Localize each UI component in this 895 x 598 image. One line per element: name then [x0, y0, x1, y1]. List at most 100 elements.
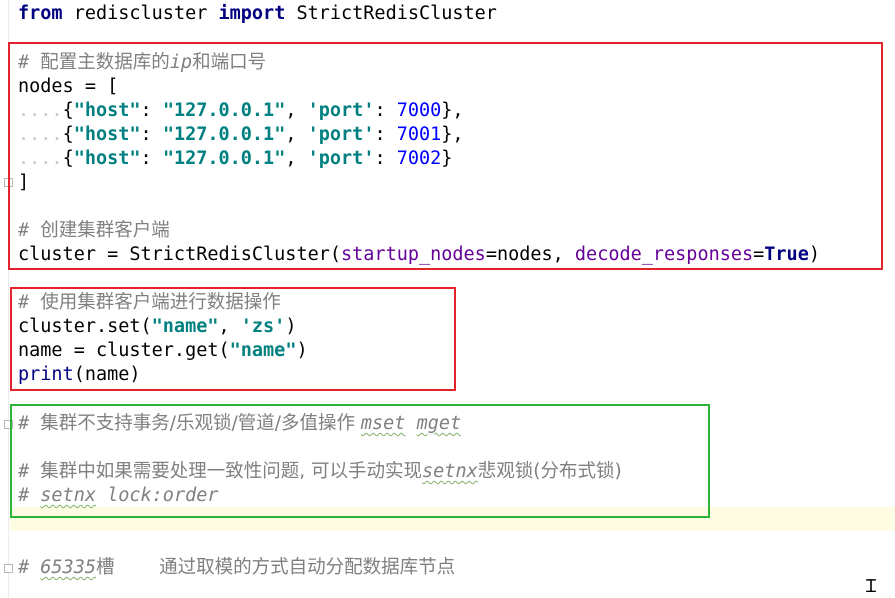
paren-close: )	[808, 244, 820, 265]
comment-text: 集群中如果需要处理一致性问题, 可以手动实现	[40, 461, 423, 482]
colon: :	[374, 148, 397, 169]
comment-space	[405, 413, 416, 434]
keyword-import: import	[218, 3, 286, 24]
comment-text: 配置主数据库的	[40, 52, 170, 73]
comment-cluster-limits[interactable]: # 集群不支持事务/乐观锁/管道/多值操作 mset mget	[18, 412, 461, 436]
colon: :	[374, 124, 397, 145]
kwarg-decode-responses: decode_responses	[574, 244, 754, 265]
comment-hash: #	[18, 52, 41, 73]
comment-text: 和端口号	[192, 52, 267, 73]
comment-hash: #	[18, 557, 41, 578]
arg-nodes: =nodes,	[485, 244, 575, 265]
comment-consistency[interactable]: # 集群中如果需要处理一致性问题, 可以手动实现setnx悲观锁(分布式锁)	[18, 460, 622, 484]
value-port: 7002	[396, 148, 442, 169]
key-host: "host"	[73, 100, 141, 121]
value-host: "127.0.0.1"	[162, 148, 286, 169]
comment-text: 通过取模的方式自动分配数据库节点	[159, 557, 456, 578]
string-zs: 'zs'	[240, 316, 286, 337]
comment-setnx-lock[interactable]: # setnx lock:order	[18, 484, 219, 508]
comment-use-client[interactable]: # 使用集群客户端进行数据操作	[18, 291, 281, 315]
comment-create-client[interactable]: # 创建集群客户端	[18, 219, 170, 243]
brace-close: }	[441, 148, 453, 169]
code-line-import[interactable]: from rediscluster import StrictRedisClus…	[18, 2, 497, 26]
colon: :	[374, 100, 397, 121]
const-true: True	[764, 244, 809, 265]
comment-gap	[115, 557, 160, 578]
string-name: "name"	[151, 316, 219, 337]
value-host: "127.0.0.1"	[162, 124, 286, 145]
fold-marker-icon[interactable]	[4, 564, 13, 573]
builtin-print: print	[18, 364, 74, 385]
cluster-assign: cluster = StrictRedisCluster(	[18, 244, 342, 265]
call-set: cluster.set(	[18, 316, 152, 337]
key-host: "host"	[73, 124, 141, 145]
code-line-node-7000[interactable]: ....{"host": "127.0.0.1", 'port': 7000},	[18, 99, 464, 123]
key-port: 'port'	[307, 100, 375, 121]
bracket-close: ]	[18, 172, 30, 193]
module-name: rediscluster	[62, 3, 219, 24]
colon: :	[140, 124, 163, 145]
comment-config-nodes[interactable]: # 配置主数据库的ip和端口号	[18, 51, 266, 75]
comment-text: 槽	[95, 557, 115, 578]
string-name: "name"	[229, 340, 297, 361]
comment-mget: mget	[416, 413, 462, 434]
current-line-highlight	[10, 507, 895, 531]
indent-dots: ....	[18, 100, 63, 121]
equals: =	[753, 244, 765, 265]
code-line-nodes-open[interactable]: nodes = [	[18, 75, 118, 99]
brace-open: {	[62, 100, 74, 121]
separator: ,	[218, 316, 241, 337]
class-name: StrictRedisCluster	[285, 3, 497, 24]
comment-hash: #	[18, 485, 41, 506]
paren-close: )	[285, 316, 297, 337]
comment-hash: #	[18, 413, 41, 434]
comment-slots[interactable]: # 65335槽 通过取模的方式自动分配数据库节点	[18, 556, 455, 580]
nodes-assign: nodes = [	[18, 76, 119, 97]
comment-setnx: setnx	[40, 485, 96, 506]
comment-text: 悲观锁(分布式锁)	[477, 461, 622, 482]
key-port: 'port'	[307, 124, 375, 145]
value-port: 7001	[396, 124, 442, 145]
code-line-print[interactable]: print(name)	[18, 363, 141, 387]
comment-hash: #	[18, 292, 41, 313]
comment-text: 使用集群客户端进行数据操作	[40, 292, 281, 313]
value-host: "127.0.0.1"	[162, 100, 286, 121]
editor-gutter	[8, 0, 9, 598]
paren-close: )	[296, 340, 308, 361]
print-args: (name)	[73, 364, 141, 385]
colon: :	[140, 100, 163, 121]
kwarg-startup-nodes: startup_nodes	[341, 244, 486, 265]
call-get: name = cluster.get(	[18, 340, 230, 361]
text-cursor-icon: Ɪ	[866, 576, 877, 597]
keyword-from: from	[18, 3, 63, 24]
code-line-cluster-set[interactable]: cluster.set("name", 'zs')	[18, 315, 296, 339]
separator: ,	[285, 148, 308, 169]
brace-close: },	[441, 100, 464, 121]
indent-dots: ....	[18, 148, 63, 169]
key-port: 'port'	[307, 148, 375, 169]
brace-open: {	[62, 148, 74, 169]
comment-ip: ip	[169, 52, 193, 73]
comment-mset: mset	[360, 413, 406, 434]
code-line-node-7001[interactable]: ....{"host": "127.0.0.1", 'port': 7001},	[18, 123, 464, 147]
indent-dots: ....	[18, 124, 63, 145]
comment-text: 创建集群客户端	[40, 220, 170, 241]
code-line-node-7002[interactable]: ....{"host": "127.0.0.1", 'port': 7002}	[18, 147, 452, 171]
code-line-cluster-get[interactable]: name = cluster.get("name")	[18, 339, 308, 363]
comment-lock-order: lock:order	[95, 485, 219, 506]
comment-text: 集群不支持事务/乐观锁/管道/多值操作	[40, 413, 361, 434]
code-line-nodes-close[interactable]: ]	[18, 171, 29, 195]
colon: :	[140, 148, 163, 169]
comment-hash: #	[18, 220, 41, 241]
value-port: 7000	[396, 100, 442, 121]
comment-setnx: setnx	[422, 461, 478, 482]
separator: ,	[285, 124, 308, 145]
fold-marker-icon[interactable]	[4, 420, 13, 429]
fold-marker-icon[interactable]	[4, 178, 13, 187]
comment-slot-count: 65335	[40, 557, 96, 578]
brace-open: {	[62, 124, 74, 145]
brace-close: },	[441, 124, 464, 145]
separator: ,	[285, 100, 308, 121]
code-line-cluster-init[interactable]: cluster = StrictRedisCluster(startup_nod…	[18, 243, 820, 267]
